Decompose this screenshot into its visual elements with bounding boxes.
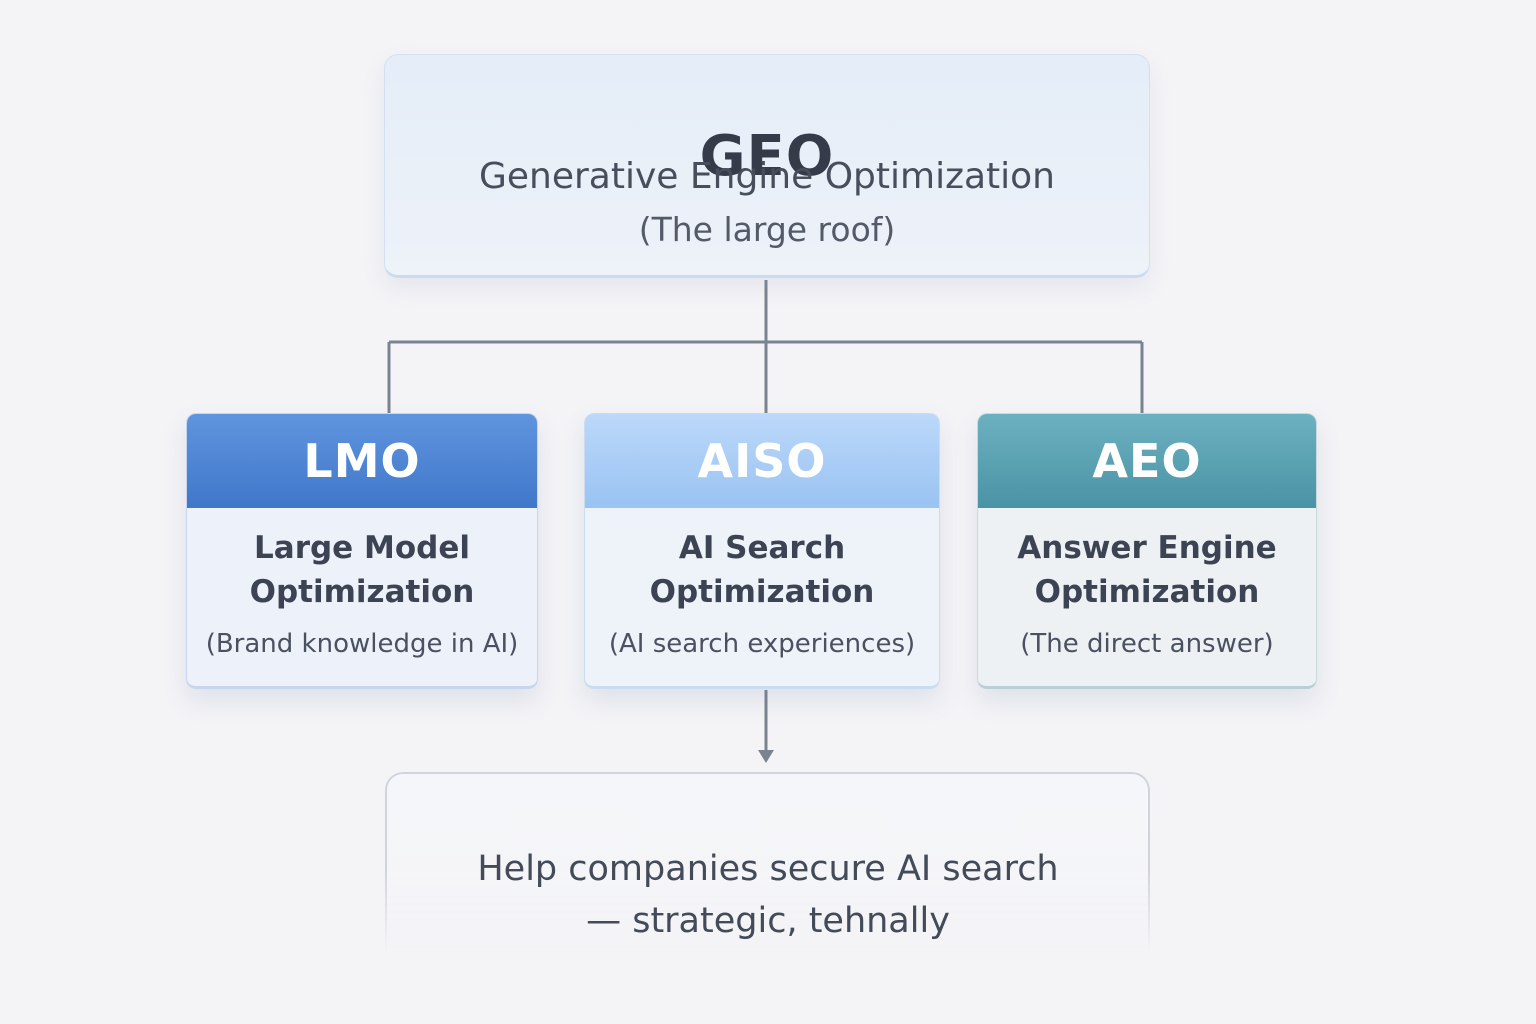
lmo-header: LMO [187,414,537,508]
geo-root-box: GEO Generative Engine Optimization (The … [384,54,1150,278]
lmo-note: (Brand knowledge in AI) [205,629,519,659]
down-arrow-icon [758,750,774,763]
aiso-header: AISO [585,414,939,508]
geo-acronym: GEO [699,124,835,189]
outcome-line-2: — strategic, tehnally [586,901,950,941]
outcome-line-1: Help companies secure AI search [477,849,1059,889]
lmo-full-name: Large Model Optimization [249,530,475,610]
aiso-card: AISO AI Search Optimization (AI search e… [584,413,940,689]
outcome-box [385,772,1150,1012]
aiso-full-name: AI Search Optimization [649,530,875,610]
geo-note: (The large roof) [638,210,896,249]
geo-full-name: Generative Engine Optimization [479,156,1055,197]
aeo-full-name: Answer Engine Optimization [1017,530,1277,610]
aeo-card: AEO Answer Engine Optimization (The dire… [977,413,1317,689]
aiso-note: (AI search experiences) [608,629,916,659]
aeo-note: (The direct answer) [1020,629,1274,659]
lmo-card: LMO Large Model Optimization (Brand know… [186,413,538,689]
aeo-header: AEO [978,414,1316,508]
